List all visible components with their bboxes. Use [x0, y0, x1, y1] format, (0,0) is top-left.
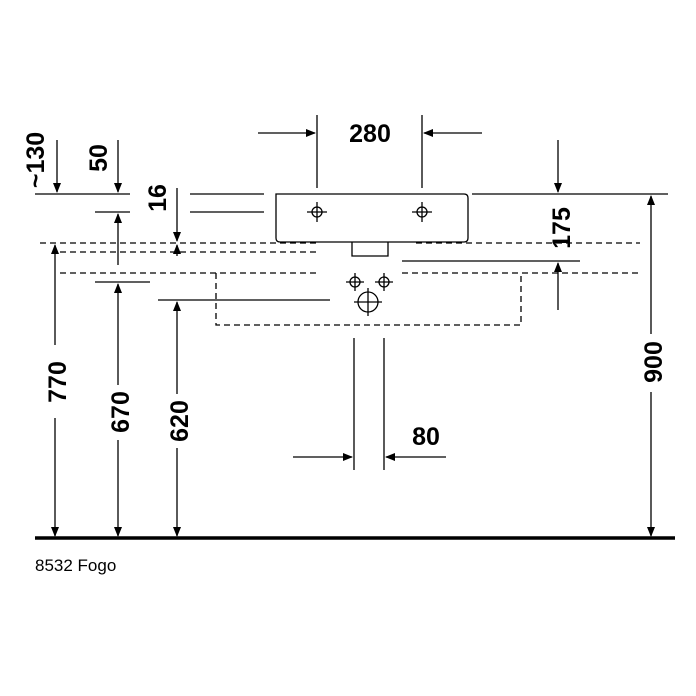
basin-outline	[275, 193, 469, 257]
dim-50: 50	[85, 144, 113, 172]
dim-80: 80	[412, 423, 440, 451]
dimension-arrows	[51, 129, 655, 537]
dim-16: 16	[144, 184, 172, 212]
model-caption: 8532 Fogo	[35, 556, 116, 575]
dim-175: 175	[548, 207, 576, 249]
extension-lines	[35, 115, 668, 470]
dim-130: ~130	[22, 132, 50, 188]
dim-670: 670	[107, 391, 135, 433]
trap-symbol	[346, 273, 393, 316]
dim-620: 620	[166, 400, 194, 442]
dim-280: 280	[349, 120, 391, 148]
dashed-reference-lines	[40, 242, 640, 326]
dim-900: 900	[640, 341, 668, 383]
dim-770: 770	[44, 361, 72, 403]
